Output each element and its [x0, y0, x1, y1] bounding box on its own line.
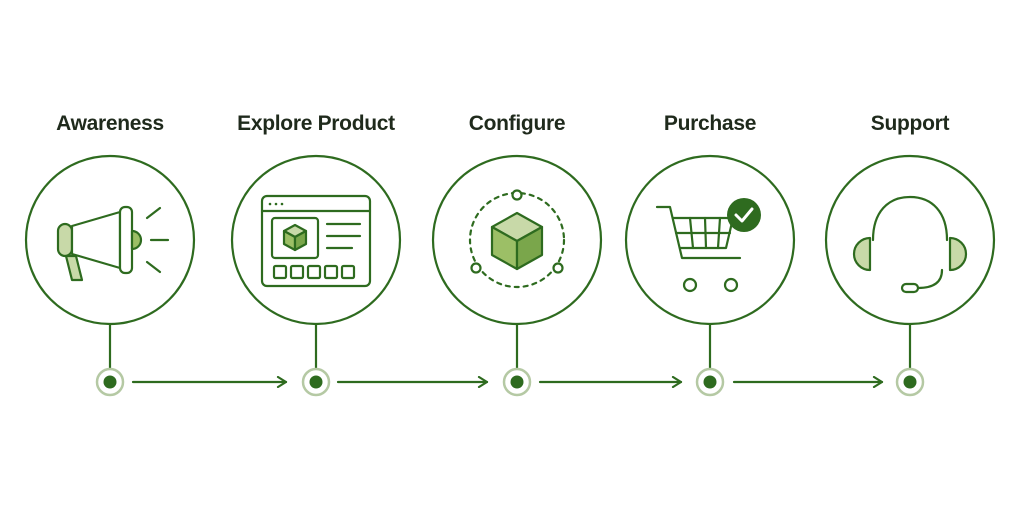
timeline-node-explore-product: [301, 367, 331, 397]
step-circle-support: [824, 154, 996, 326]
step-label-support: Support: [870, 112, 950, 135]
step-circle-purchase: [624, 154, 796, 326]
step-label-explore-product: Explore Product: [237, 112, 395, 135]
step-label-purchase: Purchase: [663, 112, 757, 135]
timeline-node-awareness: [95, 367, 125, 397]
timeline-node-purchase: [695, 367, 725, 397]
step-label-configure: Configure: [468, 112, 566, 135]
cube-configure-icon: [468, 189, 566, 289]
timeline-node-support: [895, 367, 925, 397]
small-cube-icon: [282, 223, 308, 252]
step-label-awareness: Awareness: [56, 112, 164, 135]
cart-check-icon: [655, 198, 761, 293]
megaphone-icon: [56, 205, 170, 282]
product-page-icon: [260, 194, 372, 288]
headset-icon: [852, 195, 968, 294]
check-badge-icon: [727, 198, 761, 232]
timeline-node-configure: [502, 367, 532, 397]
